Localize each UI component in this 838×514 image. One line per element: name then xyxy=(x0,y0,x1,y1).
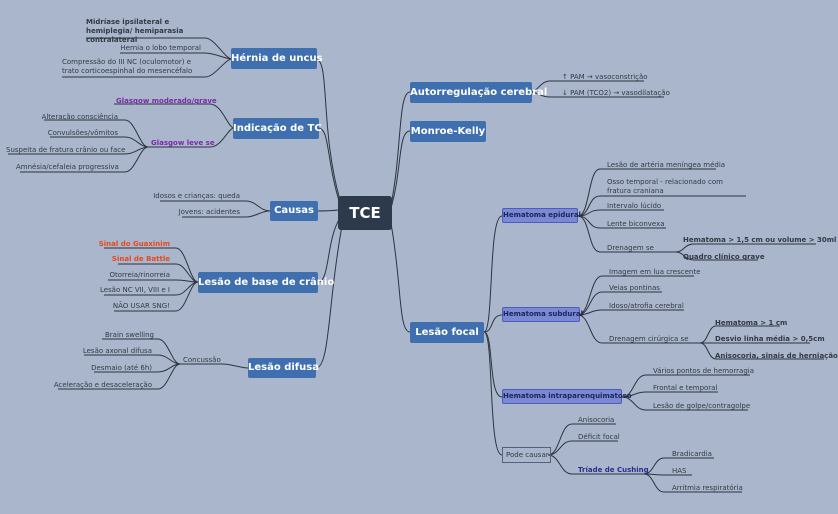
hernia-item-compressao: Compressão do III NC (oculomotor) e trat… xyxy=(62,58,193,75)
topic-lesao-focal[interactable]: Lesão focal xyxy=(410,322,484,343)
subdural-drenagem-label: Drenagem cirúrgica se xyxy=(609,335,689,343)
difusa-item-brain-swelling: Brain swelling xyxy=(105,331,154,339)
base-item-battle: Sinal de Battle xyxy=(111,255,170,263)
causas-item-jovens: Jovens: acidentes xyxy=(178,208,240,216)
indicacao-item-consciencia: Alteração consciência xyxy=(41,113,118,121)
glasgow-leve-label: Glasgow leve se xyxy=(151,139,215,147)
difusa-item-axonal: Lesão axonal difusa xyxy=(82,347,152,355)
subtopic-pode-causar[interactable]: Pode causar xyxy=(502,447,551,463)
line-root-focal xyxy=(389,217,411,333)
pode-item-anisocoria: Anisocoria xyxy=(578,416,615,424)
epidural-drenagem-quadro: Quadro clínico grave xyxy=(683,253,765,261)
difusa-item-desmaio: Desmaio (até 6h) xyxy=(91,364,152,372)
subtopic-hematoma-intraparenquimatoso[interactable]: Hematoma intraparenquimatoso xyxy=(502,389,632,404)
topic-autorregulacao[interactable]: Autorregulação cerebral xyxy=(410,82,547,103)
cushing-item-arritmia: Arritmia respiratória xyxy=(672,484,743,492)
concussao-label: Concussão xyxy=(183,356,221,364)
auto-item-vasodilatacao: ↓ PAM (TCO2) → vasodilatação xyxy=(562,89,670,97)
subdural-item-veias: Veias pontinas xyxy=(609,284,660,292)
indicacao-item-amnesia: Amnésia/cefaleia progressiva xyxy=(16,163,119,171)
base-item-guaxinim: Sinal do Guaxinim xyxy=(98,240,170,248)
indicacao-item-convulsoes: Convulsões/vômitos xyxy=(47,129,118,137)
pode-item-deficit: Déficit focal xyxy=(578,433,620,441)
base-item-otorreia: Otorreia/rinorreia xyxy=(109,271,170,279)
line-root-indicacao xyxy=(317,127,341,205)
subtopic-hematoma-subdural[interactable]: Hematoma subdural xyxy=(502,307,583,322)
epidural-item-osso-temporal: Osso temporal - relacionado com fratura … xyxy=(607,178,723,195)
intra-item-frontal: Frontal e temporal xyxy=(653,384,718,392)
cushing-item-bradicardia: Bradicardia xyxy=(672,450,712,458)
hernia-item-midriase: Midríase ipsilateral e hemiplegia/ hemip… xyxy=(86,18,184,44)
intra-item-pontos: Vários pontos de hemorragia xyxy=(653,367,754,375)
epidural-item-arteria: Lesão de artéria meníngea média xyxy=(607,161,726,169)
line-root-hernia xyxy=(315,58,341,201)
line-root-monroe xyxy=(390,130,411,209)
topic-hernia-de-uncus[interactable]: Hérnia de uncus xyxy=(231,48,323,69)
root-node[interactable]: TCE xyxy=(338,196,392,230)
cushing-item-has: HAS xyxy=(672,467,687,475)
topic-lesao-base-cranio[interactable]: Lesão de base de crânio xyxy=(198,272,334,293)
subdural-drenagem-desvio: Desvio linha média > 0,5cm xyxy=(715,335,825,343)
epidural-drenagem-hematoma: Hematoma > 1,5 cm ou volume > 30ml xyxy=(683,236,837,244)
hernia-item-lobo-temporal: Hernia o lobo temporal xyxy=(120,44,201,52)
line-root-auto xyxy=(390,91,411,206)
difusa-item-aceleracao: Aceleração e desaceleração xyxy=(53,381,152,389)
line-root-causas xyxy=(315,209,339,212)
base-item-sng: NÃO USAR SNG! xyxy=(112,302,170,310)
indicacao-item-fratura: Suspeita de fratura crânio ou face xyxy=(6,146,126,154)
intra-item-golpe: Lesão de golpe/contragolpe xyxy=(653,402,751,410)
subdural-drenagem-anisocoria: Anisocoria, sinais de herniação xyxy=(715,352,838,360)
subdural-item-idoso: Idoso/atrofia cerebral xyxy=(609,302,684,310)
epidural-drenagem-label: Drenagem se xyxy=(607,244,654,252)
glasgow-moderado-label: Glasgow moderado/grave xyxy=(116,97,217,105)
line-root-base xyxy=(317,217,341,283)
subdural-drenagem-hematoma: Hematoma > 1 cm xyxy=(715,319,788,327)
subdural-item-lua: Imagem em lua crescente xyxy=(609,268,701,276)
topic-lesao-difusa[interactable]: Lesão difusa xyxy=(248,358,319,378)
base-item-nc: Lesão NC VII, VIII e I xyxy=(99,286,170,294)
epidural-item-lente: Lente biconvexa xyxy=(607,220,665,228)
subtopic-hematoma-epidural[interactable]: Hematoma epidural xyxy=(502,208,581,223)
topic-monroe-kelly[interactable]: Monroe-Kelly xyxy=(410,121,486,142)
topic-causas[interactable]: Causas xyxy=(270,201,318,221)
epidural-item-intervalo: Intervalo lúcido xyxy=(607,202,662,210)
auto-item-vasoconstricao: ↑ PAM → vasoconstrição xyxy=(562,73,648,81)
causas-item-idosos: Idosos e crianças: queda xyxy=(153,192,240,200)
line-root-difusa xyxy=(315,225,343,369)
cushing-label: Tríade de Cushing xyxy=(578,466,649,474)
topic-indicacao-de-tc[interactable]: Indicação de TC xyxy=(233,118,322,139)
